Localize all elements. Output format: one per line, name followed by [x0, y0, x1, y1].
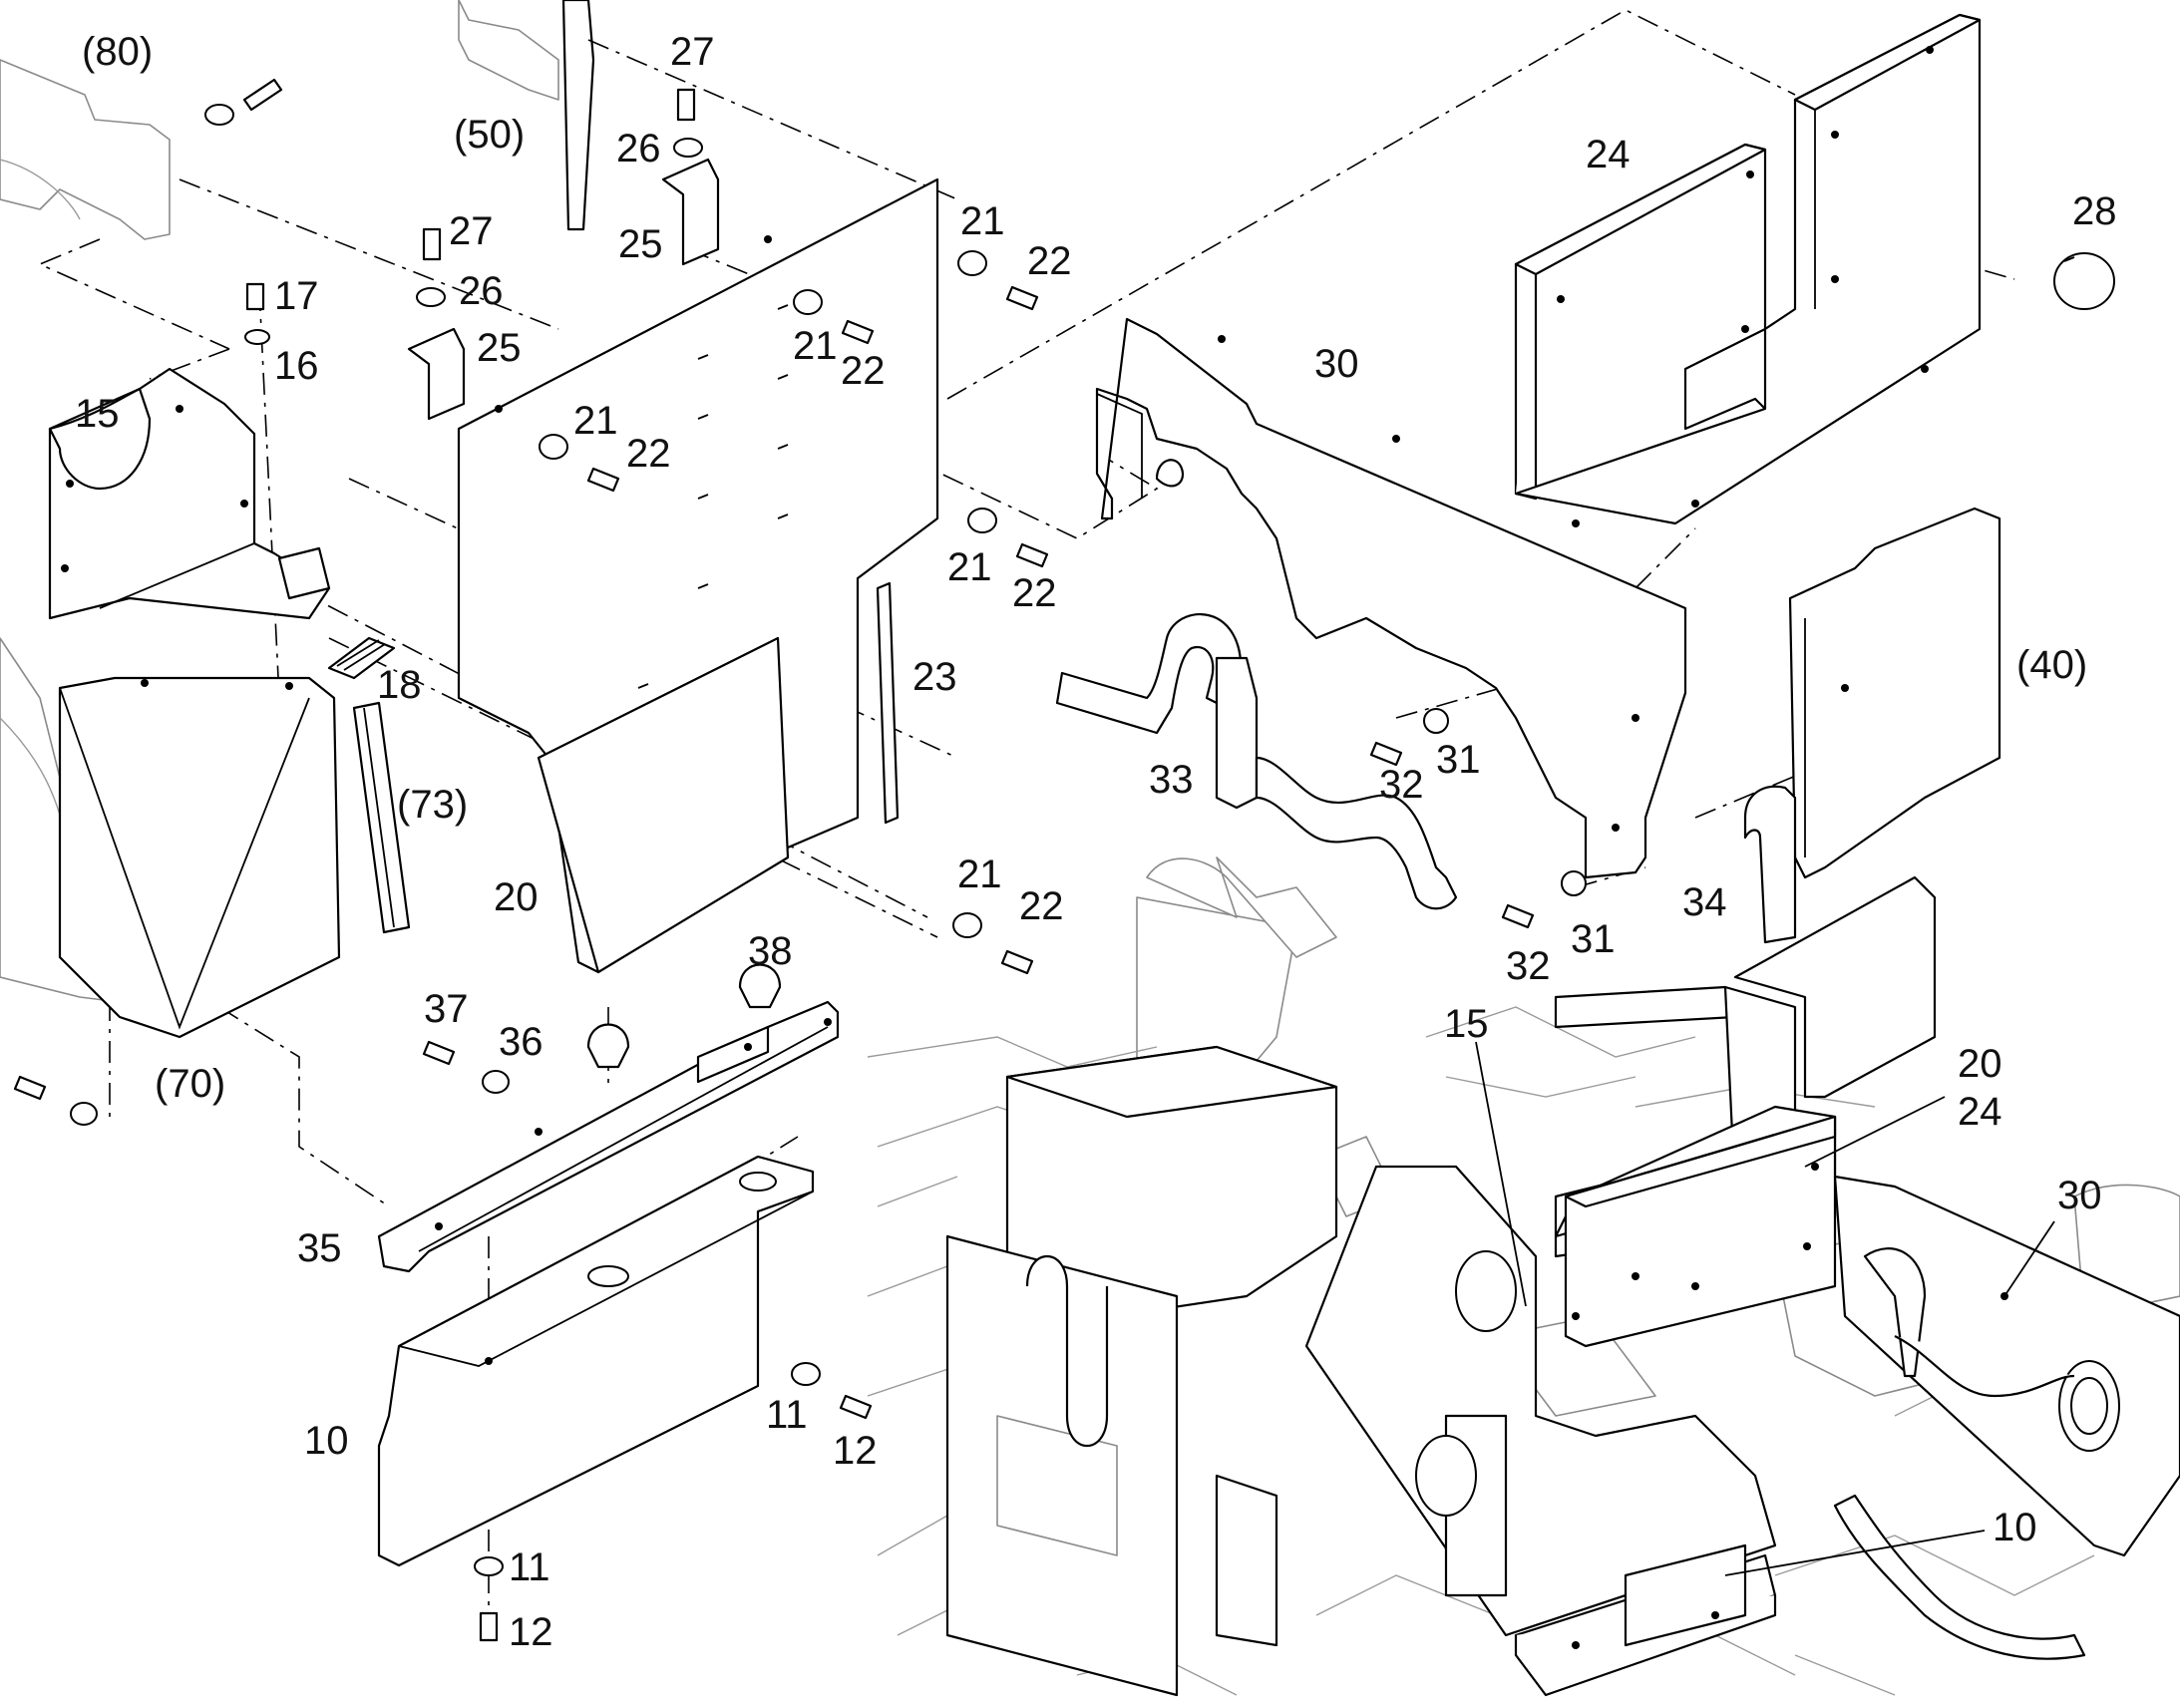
- callout-22-c: 22: [626, 432, 671, 476]
- callout-10-assembly: 10: [1993, 1506, 2037, 1549]
- hardware: [13, 78, 2115, 1642]
- callout-31-upper: 31: [1436, 738, 1481, 782]
- callout-21-b: 21: [793, 324, 838, 368]
- callout-73: (73): [397, 783, 468, 827]
- callout-10: 10: [304, 1419, 349, 1463]
- callout-32-lower: 32: [1506, 944, 1551, 988]
- callout-27-upper: 27: [670, 30, 715, 74]
- callout-20-assembly: 20: [1958, 1042, 2002, 1086]
- callout-17: 17: [274, 274, 319, 318]
- part-24-insulation: [1514, 13, 1982, 525]
- callout-36: 36: [499, 1020, 544, 1064]
- callout-40: (40): [2016, 643, 2087, 687]
- part-25-bracket-upper: [661, 158, 720, 266]
- callout-11-bottom: 11: [509, 1545, 550, 1589]
- part-20-cover: [457, 177, 939, 974]
- part-30-panel: [1095, 317, 1687, 879]
- callout-21-e: 21: [957, 853, 1002, 896]
- leader-lines: [1475, 1041, 2055, 1576]
- part-73-strip: [352, 701, 411, 934]
- callout-25-lower: 25: [477, 326, 522, 370]
- part-15-bracket: [48, 367, 331, 620]
- callout-12-bottom: 12: [509, 1610, 553, 1654]
- callout-27-lower: 27: [449, 209, 494, 253]
- callout-22-e: 22: [1019, 884, 1064, 928]
- part-40-panel: [1788, 507, 2001, 879]
- callout-26-upper: 26: [616, 127, 661, 171]
- part-70-panel: [58, 676, 341, 1039]
- callout-80: (80): [82, 30, 153, 74]
- callout-21-d: 21: [947, 545, 992, 589]
- callout-50: (50): [454, 113, 525, 157]
- callout-37: 37: [424, 987, 469, 1031]
- callout-22-a: 22: [1027, 239, 1072, 283]
- callout-16: 16: [274, 344, 319, 388]
- part-10-plate: [377, 1155, 815, 1567]
- callout-31-lower: 31: [1571, 917, 1616, 961]
- callout-34: 34: [1682, 880, 1727, 924]
- callout-21-c: 21: [573, 399, 618, 443]
- callout-labels: (80) (50) 27 26 25 27 26 25 17 16 15 18 …: [75, 30, 2117, 1654]
- callout-24: 24: [1586, 133, 1631, 176]
- callout-15: 15: [75, 392, 120, 436]
- part-23-strip: [876, 581, 900, 825]
- callout-35: 35: [297, 1226, 342, 1270]
- callout-25-upper: 25: [618, 222, 663, 266]
- callout-20: 20: [494, 875, 539, 919]
- callout-32-upper: 32: [1379, 763, 1424, 807]
- callout-23: 23: [912, 655, 957, 699]
- callout-33: 33: [1149, 758, 1194, 802]
- part-33-hose: [1055, 613, 1458, 910]
- callout-28: 28: [2072, 189, 2117, 233]
- callout-22-b: 22: [841, 349, 886, 393]
- part-25-bracket-lower: [407, 327, 466, 421]
- part-18-seal: [327, 636, 396, 680]
- callout-22-d: 22: [1012, 571, 1057, 615]
- callout-24-assembly: 24: [1958, 1090, 2002, 1134]
- callout-30: 30: [1314, 342, 1359, 386]
- callout-30-assembly: 30: [2057, 1174, 2102, 1217]
- callout-70: (70): [155, 1062, 225, 1106]
- part-35-bracket: [377, 1000, 840, 1273]
- assembled-frame-view: [867, 856, 2180, 1697]
- callout-21-a: 21: [960, 199, 1005, 243]
- callout-18: 18: [377, 663, 422, 707]
- callout-15-assembly: 15: [1444, 1002, 1489, 1046]
- callout-38: 38: [748, 929, 793, 973]
- callout-11: 11: [766, 1393, 808, 1437]
- reference-outlines: [0, 0, 595, 1008]
- part-34-hose: [1743, 785, 1797, 944]
- callout-12: 12: [833, 1429, 878, 1473]
- callout-26-lower: 26: [459, 269, 504, 313]
